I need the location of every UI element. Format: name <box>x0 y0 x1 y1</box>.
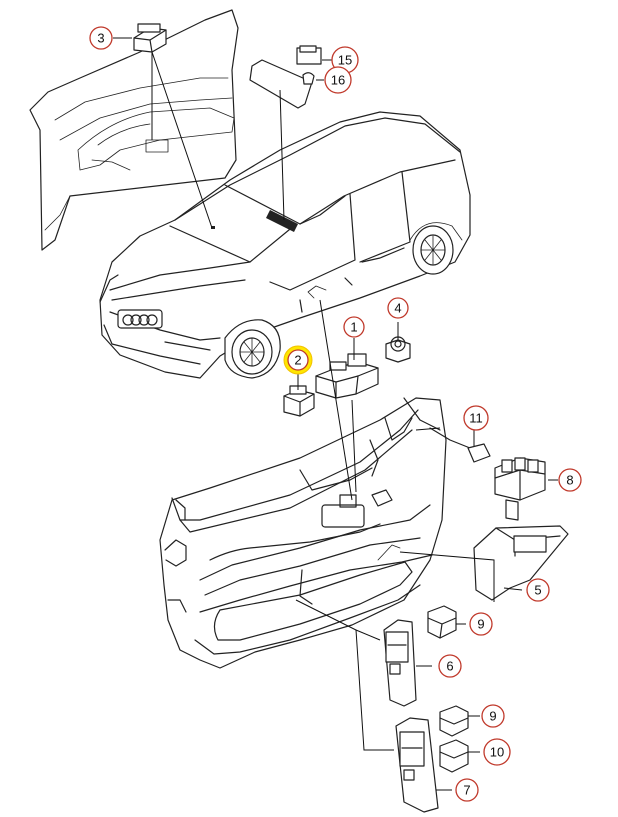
callout-5: 5 <box>526 578 550 602</box>
leader-lines <box>113 37 558 791</box>
car-sedan-drawing <box>99 111 471 379</box>
callout-label: 4 <box>394 301 401 316</box>
callout-label: 10 <box>490 745 504 760</box>
front-door-trim-panel-drawing <box>159 397 447 669</box>
callout-label: 1 <box>350 320 357 335</box>
callout-6: 6 <box>438 654 462 678</box>
callout-label: 9 <box>477 617 484 632</box>
sun-visor-mirror-part <box>249 45 322 109</box>
callout-label: 15 <box>338 53 352 68</box>
rear-window-switch <box>133 23 167 53</box>
mirror-adjust-switch <box>385 336 411 363</box>
callout-label: 9 <box>489 709 496 724</box>
callout-8: 8 <box>558 468 582 492</box>
callout-label: 16 <box>331 73 345 88</box>
callout-1: 1 <box>343 316 365 338</box>
callout-4: 4 <box>387 297 409 319</box>
cable-connector-11 <box>429 427 491 463</box>
callout-16: 16 <box>324 66 352 94</box>
switch-bezel-5 <box>473 525 569 601</box>
switch-9-lower <box>439 705 469 737</box>
callout-label: 8 <box>566 473 573 488</box>
callout-3: 3 <box>89 26 113 50</box>
callout-11: 11 <box>463 405 489 431</box>
callout-10: 10 <box>483 738 511 766</box>
callout-label: 5 <box>534 583 541 598</box>
callout-label: 7 <box>463 783 470 798</box>
rear-door-panel-drawing <box>29 9 239 251</box>
switch-strip-6 <box>383 619 417 707</box>
window-switch-assembly-8 <box>494 457 546 521</box>
switch-10 <box>439 739 469 773</box>
callout-label: 6 <box>446 659 453 674</box>
single-window-switch <box>283 385 315 417</box>
switch-9-upper <box>427 605 457 639</box>
switch-strip-7 <box>395 717 439 813</box>
callout-7: 7 <box>455 778 479 802</box>
callout-2-highlighted: 2 <box>283 345 313 375</box>
callout-label: 11 <box>469 411 483 426</box>
driver-window-switch-block <box>315 353 379 399</box>
callout-9-upper: 9 <box>469 612 493 636</box>
callout-label: 2 <box>294 353 301 368</box>
callout-label: 3 <box>97 31 104 46</box>
callout-9-lower: 9 <box>481 704 505 728</box>
